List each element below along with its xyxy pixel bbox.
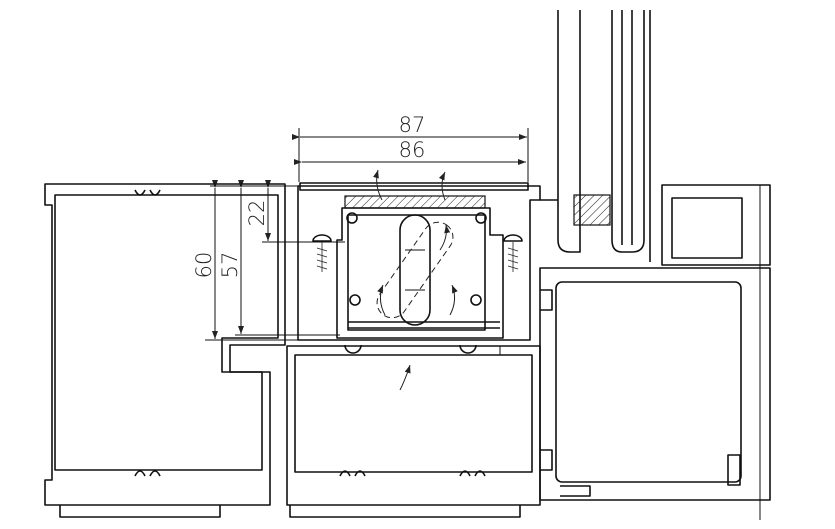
dimension-label-60: 60 <box>192 252 216 279</box>
glazing-spacer <box>573 194 611 226</box>
dimension-label-87: 87 <box>399 113 426 137</box>
glazing-unit <box>540 10 651 262</box>
dimension-label-57: 57 <box>218 252 242 279</box>
heater-housing <box>297 182 541 354</box>
grille-insulation <box>344 195 486 209</box>
screw-left <box>312 234 332 272</box>
dimension-57: 57 <box>218 180 340 336</box>
dimension-label-86: 86 <box>399 138 426 162</box>
dimension-22: 22 <box>245 180 345 243</box>
airflow-arrows <box>373 169 458 391</box>
heat-exchanger <box>376 214 454 326</box>
dimension-86: 86 <box>294 138 526 165</box>
right-frame-profile <box>539 184 771 520</box>
dimension-87: 87 <box>292 113 529 182</box>
screw-right <box>503 234 523 272</box>
left-frame-profile <box>44 183 286 518</box>
lower-frame-profile <box>286 345 541 518</box>
dimension-label-22: 22 <box>245 200 269 227</box>
